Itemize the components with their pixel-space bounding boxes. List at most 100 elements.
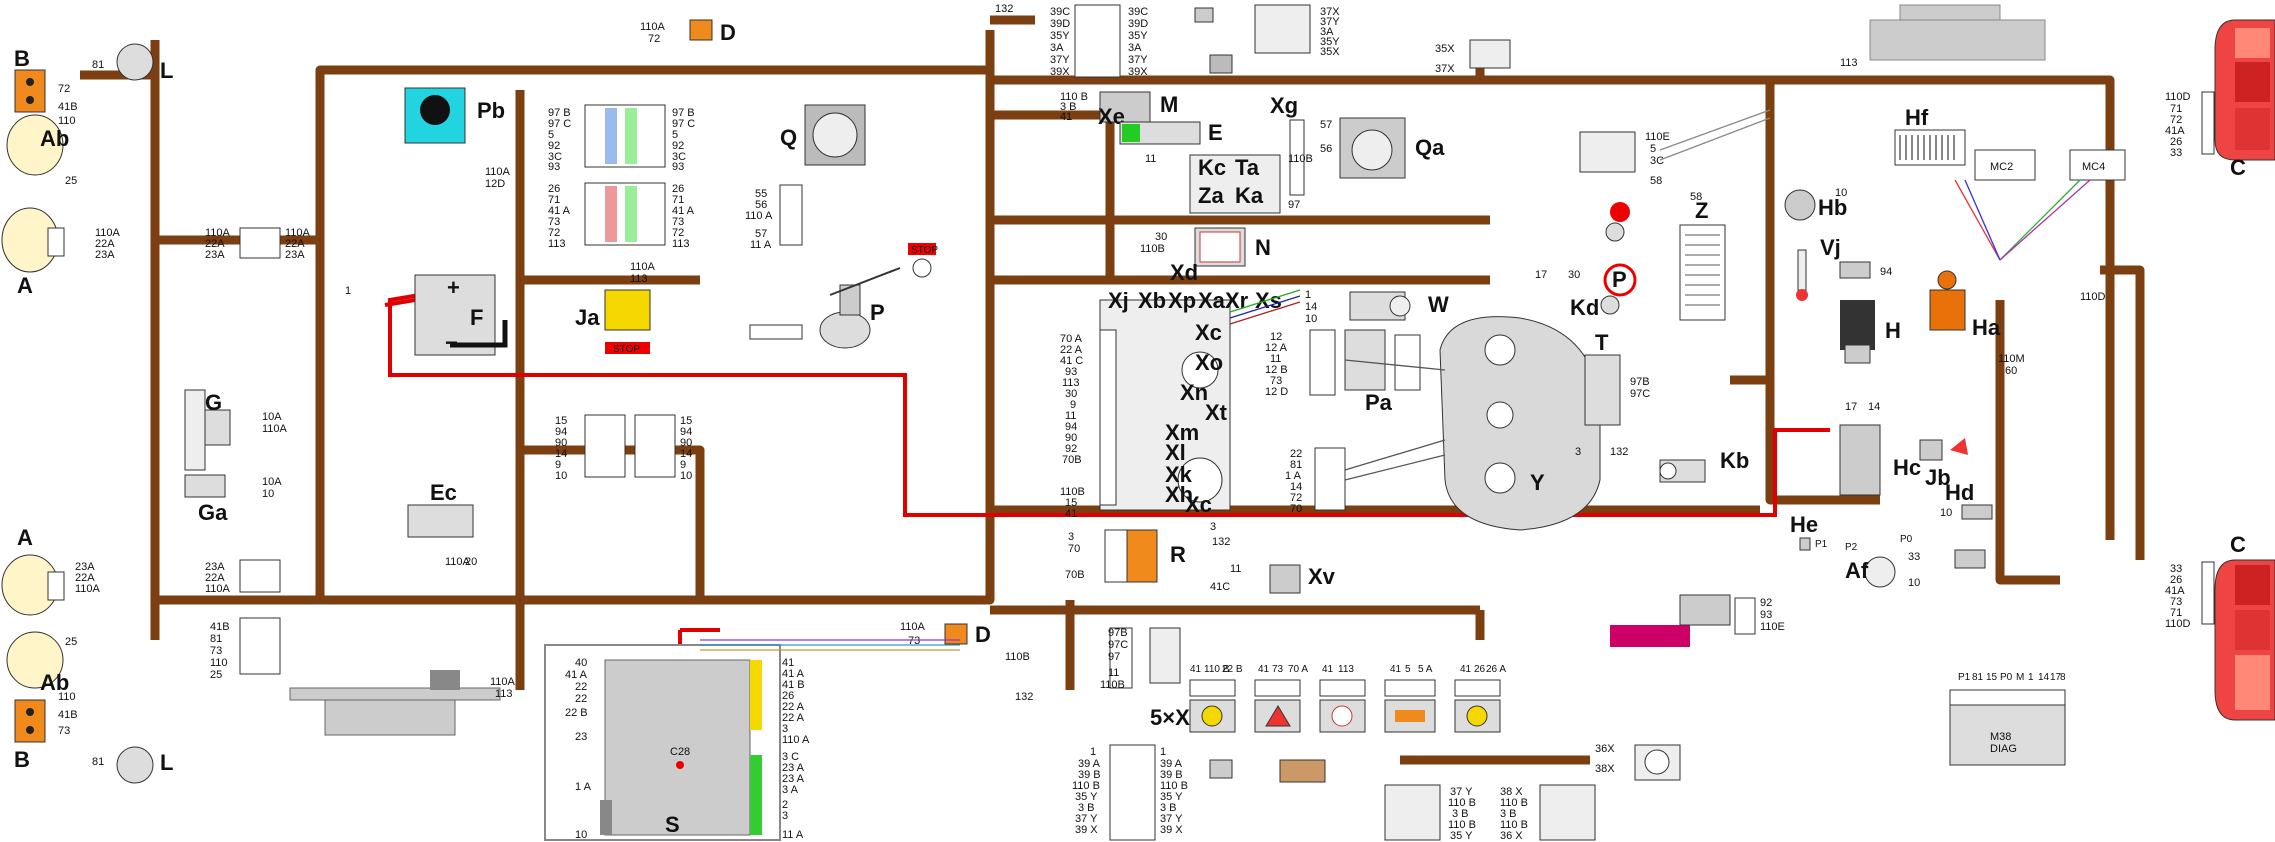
svg-text:Xn: Xn xyxy=(1180,380,1208,405)
svg-text:Pb: Pb xyxy=(477,98,505,123)
svg-text:110: 110 xyxy=(58,691,76,703)
svg-text:1: 1 xyxy=(2028,672,2034,683)
component-D-top: D 110A 72 xyxy=(640,19,736,45)
svg-text:Xc: Xc xyxy=(1185,492,1212,517)
svg-text:57: 57 xyxy=(1320,119,1332,131)
svg-text:110 B: 110 B xyxy=(1204,664,1230,675)
svg-text:92: 92 xyxy=(548,140,560,152)
svg-text:5 A: 5 A xyxy=(1418,664,1433,675)
svg-text:35Y: 35Y xyxy=(1128,30,1148,42)
svg-text:39 B: 39 B xyxy=(1160,769,1183,781)
svg-text:81: 81 xyxy=(1290,459,1302,471)
svg-text:30: 30 xyxy=(1568,269,1580,281)
svg-text:P1: P1 xyxy=(1815,539,1828,550)
svg-text:94: 94 xyxy=(1880,266,1892,278)
svg-text:39 X: 39 X xyxy=(1075,824,1098,836)
svg-text:22: 22 xyxy=(1290,448,1302,460)
svg-text:90: 90 xyxy=(680,437,692,449)
svg-text:3: 3 xyxy=(1210,521,1216,533)
svg-text:113: 113 xyxy=(495,688,513,700)
component-Pa: Pa 12 12 A 11 12 B 73 12 D xyxy=(1265,329,1421,415)
svg-text:40: 40 xyxy=(575,657,587,669)
svg-text:C28: C28 xyxy=(670,746,690,758)
svg-text:E: E xyxy=(1208,120,1223,145)
svg-text:72: 72 xyxy=(672,227,684,239)
svg-text:+: + xyxy=(447,275,460,300)
svg-text:1: 1 xyxy=(1090,746,1096,758)
svg-text:110 B: 110 B xyxy=(1500,819,1528,831)
svg-text:3 B: 3 B xyxy=(1452,808,1469,820)
svg-text:Pa: Pa xyxy=(1365,390,1393,415)
svg-text:73: 73 xyxy=(1272,664,1284,675)
svg-text:110 B: 110 B xyxy=(1072,780,1100,792)
svg-text:3A: 3A xyxy=(1320,26,1334,38)
svg-text:Xr: Xr xyxy=(1225,288,1249,313)
component-MC4: MC4 xyxy=(2069,149,2126,181)
svg-text:70 A: 70 A xyxy=(1288,664,1308,675)
svg-text:58: 58 xyxy=(1690,191,1702,203)
svg-text:35 Y: 35 Y xyxy=(1075,791,1098,803)
svg-text:5: 5 xyxy=(1650,143,1656,155)
svg-text:132: 132 xyxy=(1610,446,1628,458)
relay-group-K: Kc Ta Za Ka 11 110B 97 xyxy=(1145,153,1313,214)
svg-text:22A: 22A xyxy=(205,572,225,584)
left-connectors: 110A 22A 23A 110A 22A 23A 110A 22A 23A 7… xyxy=(58,59,311,768)
svg-text:14: 14 xyxy=(680,448,692,460)
svg-text:39X: 39X xyxy=(1128,66,1148,78)
svg-text:97 B: 97 B xyxy=(672,107,695,119)
svg-text:15: 15 xyxy=(1065,497,1077,509)
svg-text:35X: 35X xyxy=(1435,43,1455,55)
svg-text:MC4: MC4 xyxy=(2082,161,2105,173)
svg-text:37 Y: 37 Y xyxy=(1160,813,1183,825)
component-P: P xyxy=(749,267,901,349)
svg-text:10A: 10A xyxy=(262,476,282,488)
svg-text:41A: 41A xyxy=(2165,125,2185,137)
svg-text:S: S xyxy=(665,812,680,837)
svg-text:23 A: 23 A xyxy=(782,762,805,774)
svg-text:Xd: Xd xyxy=(1170,260,1198,285)
component-Q: Q 55 56 110 A 57 11 A xyxy=(745,104,866,251)
svg-text:93: 93 xyxy=(672,161,684,173)
svg-text:35Y: 35Y xyxy=(1320,36,1340,48)
svg-text:110M: 110M xyxy=(1998,353,2025,365)
svg-text:14: 14 xyxy=(1290,481,1302,493)
svg-text:R: R xyxy=(1170,542,1186,567)
svg-text:33: 33 xyxy=(2170,563,2182,575)
svg-text:110B: 110B xyxy=(1100,679,1125,691)
svg-text:97: 97 xyxy=(1288,199,1300,211)
svg-text:39 A: 39 A xyxy=(1160,758,1183,770)
brake-switch: 92 93 110E xyxy=(1610,594,1785,647)
svg-text:Ja: Ja xyxy=(575,305,600,330)
svg-text:110E: 110E xyxy=(1645,131,1670,143)
svg-text:73: 73 xyxy=(58,725,70,737)
svg-text:1: 1 xyxy=(1160,746,1166,758)
svg-text:Jb: Jb xyxy=(1925,465,1951,490)
svg-text:Xb: Xb xyxy=(1138,288,1166,313)
bottom-center-connector: 1 39 A 39 B 110 B 35 Y 3 B 37 Y 39 X 1 3… xyxy=(1072,744,1326,841)
svg-text:H: H xyxy=(1885,318,1901,343)
svg-text:110A: 110A xyxy=(490,676,516,688)
svg-text:11 A: 11 A xyxy=(750,239,772,251)
svg-text:3 B: 3 B xyxy=(1078,802,1095,814)
svg-text:Xk: Xk xyxy=(1165,462,1193,487)
svg-text:STOP: STOP xyxy=(613,344,640,355)
relay-block-3: 15 94 90 14 9 10 15 94 90 14 9 10 xyxy=(555,414,692,482)
svg-text:10A: 10A xyxy=(262,411,282,423)
svg-text:17: 17 xyxy=(1845,401,1857,413)
svg-text:DIAG: DIAG xyxy=(1990,743,2017,755)
svg-text:58: 58 xyxy=(1650,175,1662,187)
svg-text:Vj: Vj xyxy=(1820,235,1841,260)
svg-text:110 A: 110 A xyxy=(745,210,773,222)
svg-text:110A: 110A xyxy=(95,227,121,239)
svg-text:36 X: 36 X xyxy=(1500,830,1523,842)
svg-text:Xv: Xv xyxy=(1308,564,1336,589)
component-Xv: Xv 11 41C xyxy=(1210,563,1336,594)
main-harness xyxy=(80,15,2145,765)
component-D-bottom: D 110A 73 xyxy=(900,621,991,647)
svg-text:93: 93 xyxy=(1760,609,1772,621)
svg-text:3A: 3A xyxy=(1050,42,1064,54)
svg-text:11: 11 xyxy=(1065,410,1076,422)
svg-text:T: T xyxy=(1595,330,1609,355)
svg-text:26: 26 xyxy=(2170,574,2182,586)
label-A-bottom: A xyxy=(17,525,33,550)
